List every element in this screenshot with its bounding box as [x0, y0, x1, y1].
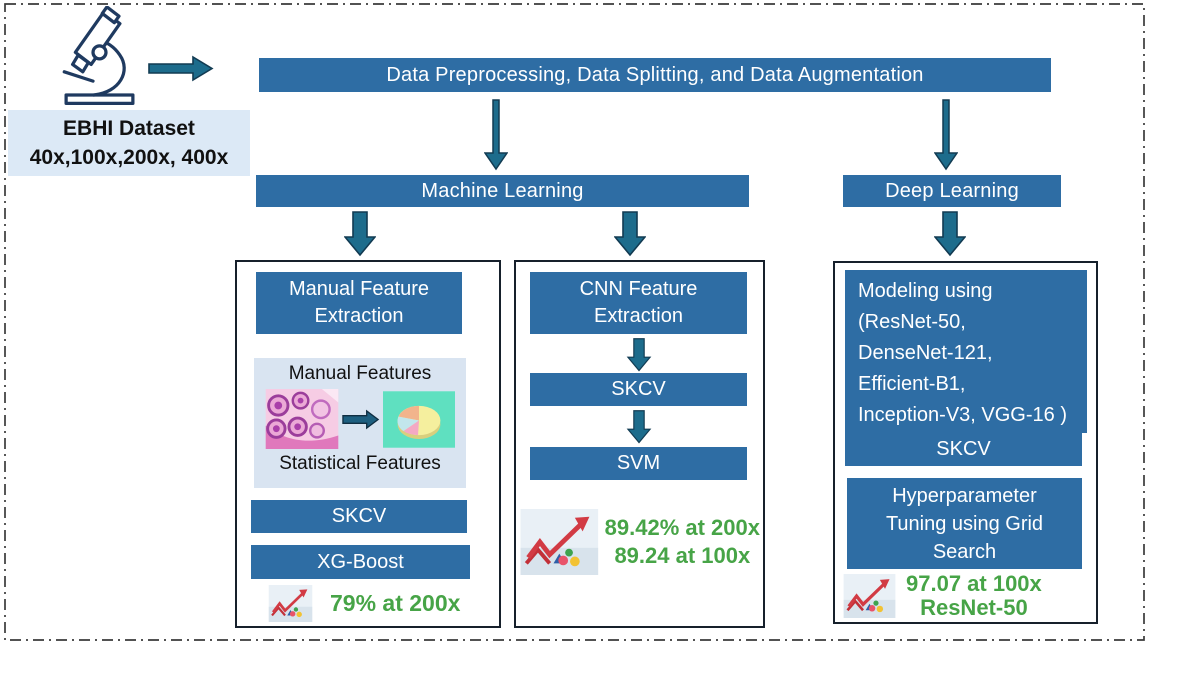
modeling-line: DenseNet-121, [858, 342, 993, 364]
result-row: 89.42% at 200x 89.24 at 100x [520, 504, 760, 580]
growth-chart-image [843, 574, 896, 618]
histology-image [265, 389, 339, 449]
header-line: CNN Feature [579, 278, 698, 300]
down-arrow-icon [613, 211, 647, 257]
skcv-box: SKCV [530, 373, 747, 406]
result-row: 79% at 200x [267, 582, 487, 624]
growth-chart-image [520, 509, 599, 575]
down-arrow-icon [624, 410, 654, 444]
result-text: 89.42% at 200x [604, 515, 760, 540]
down-arrow-icon [933, 99, 959, 171]
dataset-label: EBHI Dataset 40x,100x,200x, 400x [8, 110, 250, 176]
header-line: Extraction [314, 305, 404, 327]
skcv-box: SKCV [251, 500, 467, 533]
machine-learning-bar: Machine Learning [256, 175, 749, 207]
dataset-magnifications: 40x,100x,200x, 400x [29, 146, 229, 169]
cnn-feature-extraction-box: CNN Feature Extraction [530, 272, 747, 334]
manual-features-label: Manual Features [288, 363, 432, 384]
cnn-features-column: CNN Feature Extraction SKCV SVM [514, 260, 765, 628]
svm-box: SVM [530, 447, 747, 480]
result-row: 97.07 at 100x ResNet-50 [841, 571, 1091, 620]
right-arrow-icon [342, 409, 380, 429]
manual-feature-extraction-box: Manual Feature Extraction [256, 272, 462, 334]
features-panel: Manual Features [254, 358, 466, 488]
modeling-line: (ResNet-50, [858, 311, 966, 333]
header-line: Manual Feature [288, 278, 430, 300]
hyper-line: Hyperparameter [892, 484, 1037, 507]
result-text: ResNet-50 [920, 595, 1028, 620]
dataset-name: EBHI Dataset [63, 117, 195, 140]
growth-chart-image [268, 584, 313, 622]
hyperparameter-tuning-box: Hyperparameter Tuning using Grid Search [847, 478, 1082, 569]
hyper-line: Tuning using Grid [885, 512, 1044, 535]
header-line: Extraction [594, 305, 683, 327]
down-arrow-icon [933, 211, 967, 257]
deep-learning-column: Modeling using (ResNet-50, DenseNet-121,… [833, 261, 1098, 624]
result-text: 97.07 at 100x [906, 571, 1042, 596]
modeling-line: Efficient-B1, [858, 373, 966, 395]
skcv-box: SKCV [845, 433, 1082, 466]
deep-learning-bar: Deep Learning [843, 175, 1061, 207]
down-arrow-icon [343, 211, 377, 257]
preprocessing-bar: Data Preprocessing, Data Splitting, and … [259, 58, 1051, 92]
modeling-line: Modeling using [858, 280, 993, 302]
right-arrow-icon [148, 55, 214, 82]
pie-chart-image [383, 390, 455, 448]
down-arrow-icon [624, 338, 654, 372]
hyper-line: Search [932, 540, 997, 563]
down-arrow-icon [483, 99, 509, 171]
xgboost-box: XG-Boost [251, 545, 470, 579]
microscope-icon [52, 5, 147, 108]
manual-features-column: Manual Feature Extraction Manual Feature… [235, 260, 501, 628]
statistical-features-label: Statistical Features [279, 453, 441, 474]
result-text: 89.24 at 100x [614, 543, 751, 568]
modeling-box: Modeling using (ResNet-50, DenseNet-121,… [845, 270, 1087, 433]
modeling-line: Inception-V3, VGG-16 ) [858, 404, 1067, 426]
result-text: 79% at 200x [330, 589, 461, 616]
